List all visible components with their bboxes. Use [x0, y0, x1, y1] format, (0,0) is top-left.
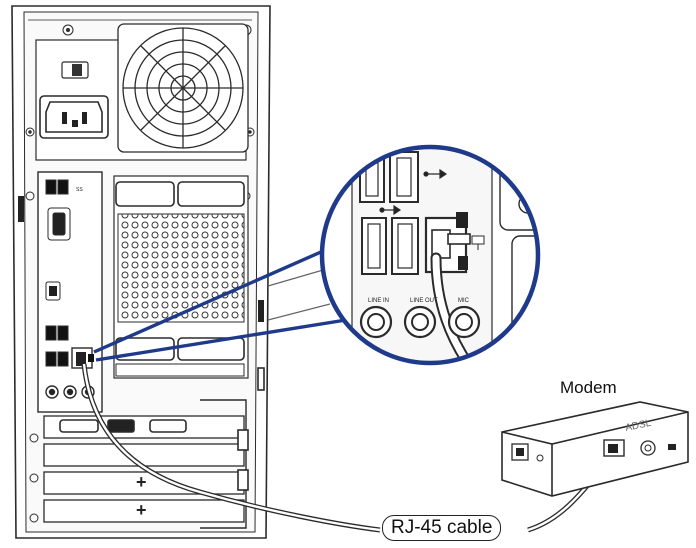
- svg-text:SS: SS: [76, 187, 83, 193]
- lan-symbol-icon: [471, 235, 485, 250]
- pc-tower: SS: [11, 5, 271, 539]
- modem-brand-text: ADSL: [624, 418, 652, 434]
- usb-symbol-icon: [379, 168, 448, 216]
- svg-text:+: +: [136, 472, 147, 492]
- modem-label: Modem: [560, 378, 617, 397]
- usb-port-icon: [45, 179, 69, 195]
- svg-text:LINE OUT: LINE OUT: [410, 298, 438, 304]
- zoom-callout: [93, 246, 347, 362]
- svg-text:MIC: MIC: [458, 298, 470, 304]
- vga-port-icon: [47, 207, 71, 241]
- usb-port-icon: [359, 151, 419, 203]
- fan-grille-icon: [117, 23, 249, 153]
- svg-text:+: +: [136, 500, 147, 520]
- screw-icon: [25, 24, 255, 523]
- svg-text:LINE IN: LINE IN: [368, 298, 389, 304]
- rj45-cable-label: RJ-45 cable: [382, 515, 502, 541]
- usb-port-icon: [45, 325, 69, 367]
- power-socket-icon: [39, 95, 109, 139]
- io-panel: SS: [37, 171, 103, 413]
- rj45-port-icon: [603, 439, 625, 457]
- audio-jack-icon: [359, 305, 481, 339]
- hdmi-port-icon: [45, 281, 61, 301]
- modem: [501, 401, 689, 497]
- zoom-detail: LINE IN LINE OUT MIC: [319, 144, 541, 366]
- expansion-slots: + +: [43, 399, 249, 529]
- rj45-port-icon: [424, 212, 471, 274]
- usb-port-icon: [361, 217, 419, 275]
